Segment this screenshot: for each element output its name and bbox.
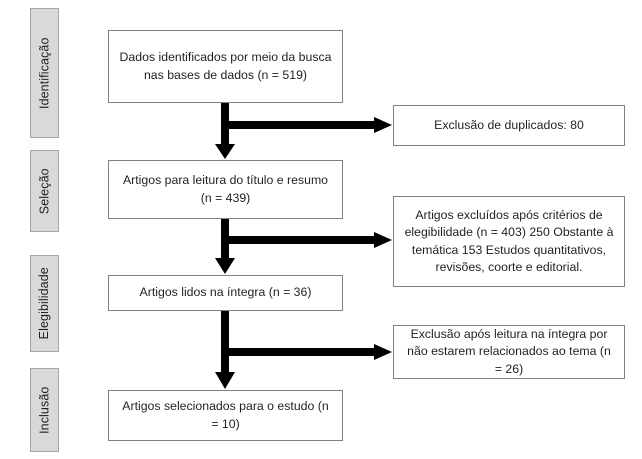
arrow-screening-to-fulltext xyxy=(215,219,235,274)
flow-box-fulltext-assessed: Artigos lidos na íntegra (n = 36) xyxy=(108,275,343,311)
arrow-identified-to-screening xyxy=(215,103,235,159)
flow-box-text: Artigos selecionados para o estudo (n = … xyxy=(122,399,329,431)
stage-label-text: Inclusão xyxy=(37,386,52,434)
arrow-identified-to-duplicates xyxy=(225,117,392,133)
stage-label-text: Identificação xyxy=(37,37,52,109)
flow-box-text: Exclusão após leitura na íntegra por não… xyxy=(407,326,611,376)
arrow-screening-to-excluded-eligibility xyxy=(225,232,392,248)
stage-label-inclusao: Inclusão xyxy=(30,368,59,452)
flow-box-records-identified: Dados identificados por meio da busca na… xyxy=(108,30,343,103)
flow-box-studies-included: Artigos selecionados para o estudo (n = … xyxy=(108,390,343,441)
flow-box-records-excluded-fulltext: Exclusão após leitura na íntegra por não… xyxy=(393,325,625,379)
stage-label-selecao: Seleção xyxy=(30,150,59,232)
arrow-fulltext-to-included xyxy=(215,311,235,389)
arrow-fulltext-to-excluded-fulltext xyxy=(225,344,392,360)
flow-box-text: Dados identificados por meio da busca na… xyxy=(119,50,332,82)
flow-box-text: Exclusão de duplicados: 80 xyxy=(434,117,584,132)
flow-box-duplicates-removed: Exclusão de duplicados: 80 xyxy=(393,105,625,146)
flow-box-text: Artigos para leitura do título e resumo … xyxy=(122,173,329,205)
stage-label-identificacao: Identificação xyxy=(30,8,59,138)
stage-label-elegibilidade: Elegibilidade xyxy=(30,255,59,352)
stage-label-text: Seleção xyxy=(37,168,52,214)
flow-box-records-excluded-eligibility: Artigos excluídos após critérios de eleg… xyxy=(393,196,625,287)
flow-box-text: Artigos excluídos após critérios de eleg… xyxy=(404,207,614,274)
flow-box-text: Artigos lidos na íntegra (n = 36) xyxy=(139,285,312,300)
flow-box-records-screened: Artigos para leitura do título e resumo … xyxy=(108,160,343,219)
stage-label-text: Elegibilidade xyxy=(37,267,52,340)
